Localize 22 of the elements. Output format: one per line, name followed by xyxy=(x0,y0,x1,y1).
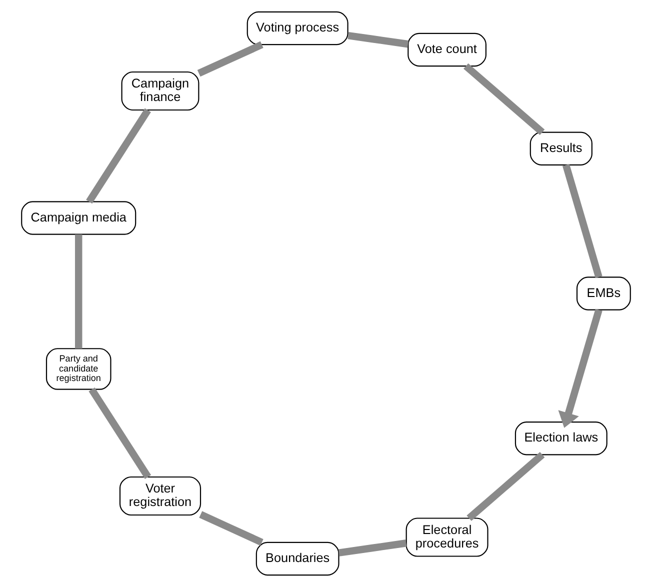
connector xyxy=(463,63,544,135)
node-box: Boundaries xyxy=(255,542,339,576)
node-box: Campaign media xyxy=(20,201,136,235)
arrow xyxy=(558,308,602,428)
node-box: Electoral procedures xyxy=(405,518,488,557)
connector xyxy=(74,234,82,349)
connector xyxy=(86,108,150,204)
node-box: Party and candidate registration xyxy=(45,348,111,390)
connector xyxy=(347,32,408,48)
node-box: Vote count xyxy=(407,32,486,67)
connector xyxy=(88,387,151,479)
connector xyxy=(562,164,602,278)
node-box: Voting process xyxy=(246,11,348,46)
node-box: EMBs xyxy=(576,276,630,310)
node-box: Campaign finance xyxy=(120,71,199,111)
connector xyxy=(338,540,406,556)
connector xyxy=(196,41,263,77)
connector xyxy=(198,511,263,546)
node-box: Results xyxy=(529,132,592,166)
node-box: Voter registration xyxy=(118,476,201,516)
connector xyxy=(466,452,544,521)
node-box: Election laws xyxy=(514,422,607,456)
